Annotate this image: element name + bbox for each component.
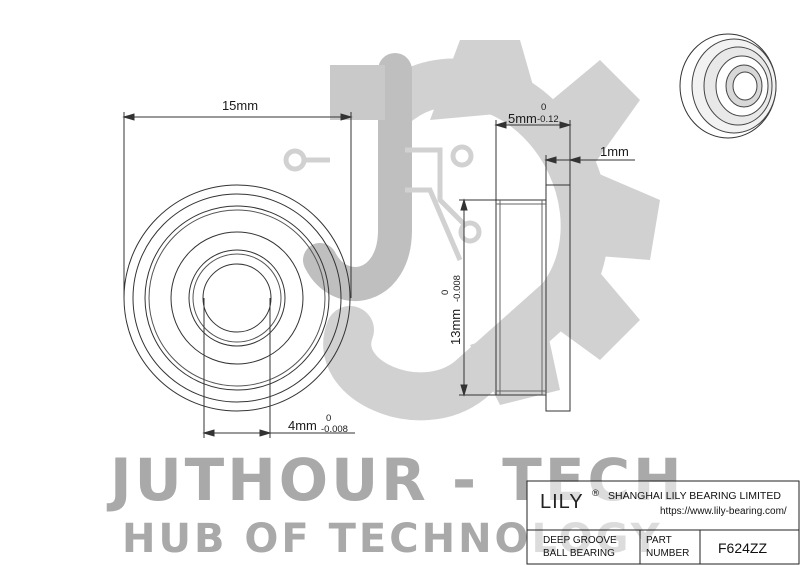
flange-thickness-label: 1mm	[600, 144, 629, 159]
width-label: 5mm	[508, 111, 537, 126]
dimension-width	[494, 120, 572, 200]
dimension-flange	[544, 155, 635, 185]
inner-ring-outer-circle	[188, 249, 286, 347]
bearing-flange	[545, 184, 571, 412]
part-label-line2: NUMBER	[646, 548, 689, 559]
part-number: F624ZZ	[718, 540, 767, 556]
watermark-logo	[283, 40, 660, 421]
side-view	[495, 184, 571, 412]
outer-diameter-label: 15mm	[222, 98, 258, 113]
shield-outer-circle	[144, 205, 330, 391]
company-name: SHANGHAI LILY BEARING LIMITED	[608, 490, 781, 502]
front-view	[123, 184, 351, 412]
shield-inner-circle	[170, 231, 304, 365]
width-tol-upper: 0	[541, 102, 546, 113]
company-website: https://www.lily-bearing.com/	[660, 506, 787, 517]
dimension-body-diameter	[459, 198, 496, 397]
registered-mark: ®	[592, 488, 599, 499]
bore-label: 4mm	[288, 418, 317, 433]
width-tol-lower: -0.12	[537, 114, 559, 125]
title-block	[526, 480, 800, 565]
inner-ring-edge-circle	[192, 253, 282, 343]
bearing-type-line2: BALL BEARING	[543, 548, 615, 559]
brand-logo: LILY	[540, 491, 584, 513]
body-diameter-label: 13mm	[448, 309, 463, 345]
bearing-type-line1: DEEP GROOVE	[543, 535, 617, 546]
dimension-bore	[202, 298, 355, 438]
bearing-3d-thumbnail	[679, 33, 777, 139]
shield-edge-circle	[148, 209, 326, 387]
body-tol-upper: 0	[440, 290, 451, 295]
part-label-line1: PART	[646, 535, 672, 546]
bore-circle	[202, 263, 272, 333]
dimension-outer-diameter	[122, 112, 353, 298]
bore-tol-lower: -0.008	[321, 424, 348, 435]
outer-ring-circle	[132, 193, 342, 403]
bore-tol-upper: 0	[326, 413, 331, 424]
body-tol-lower: -0.008	[452, 275, 463, 302]
flange-outer-circle	[123, 184, 351, 412]
